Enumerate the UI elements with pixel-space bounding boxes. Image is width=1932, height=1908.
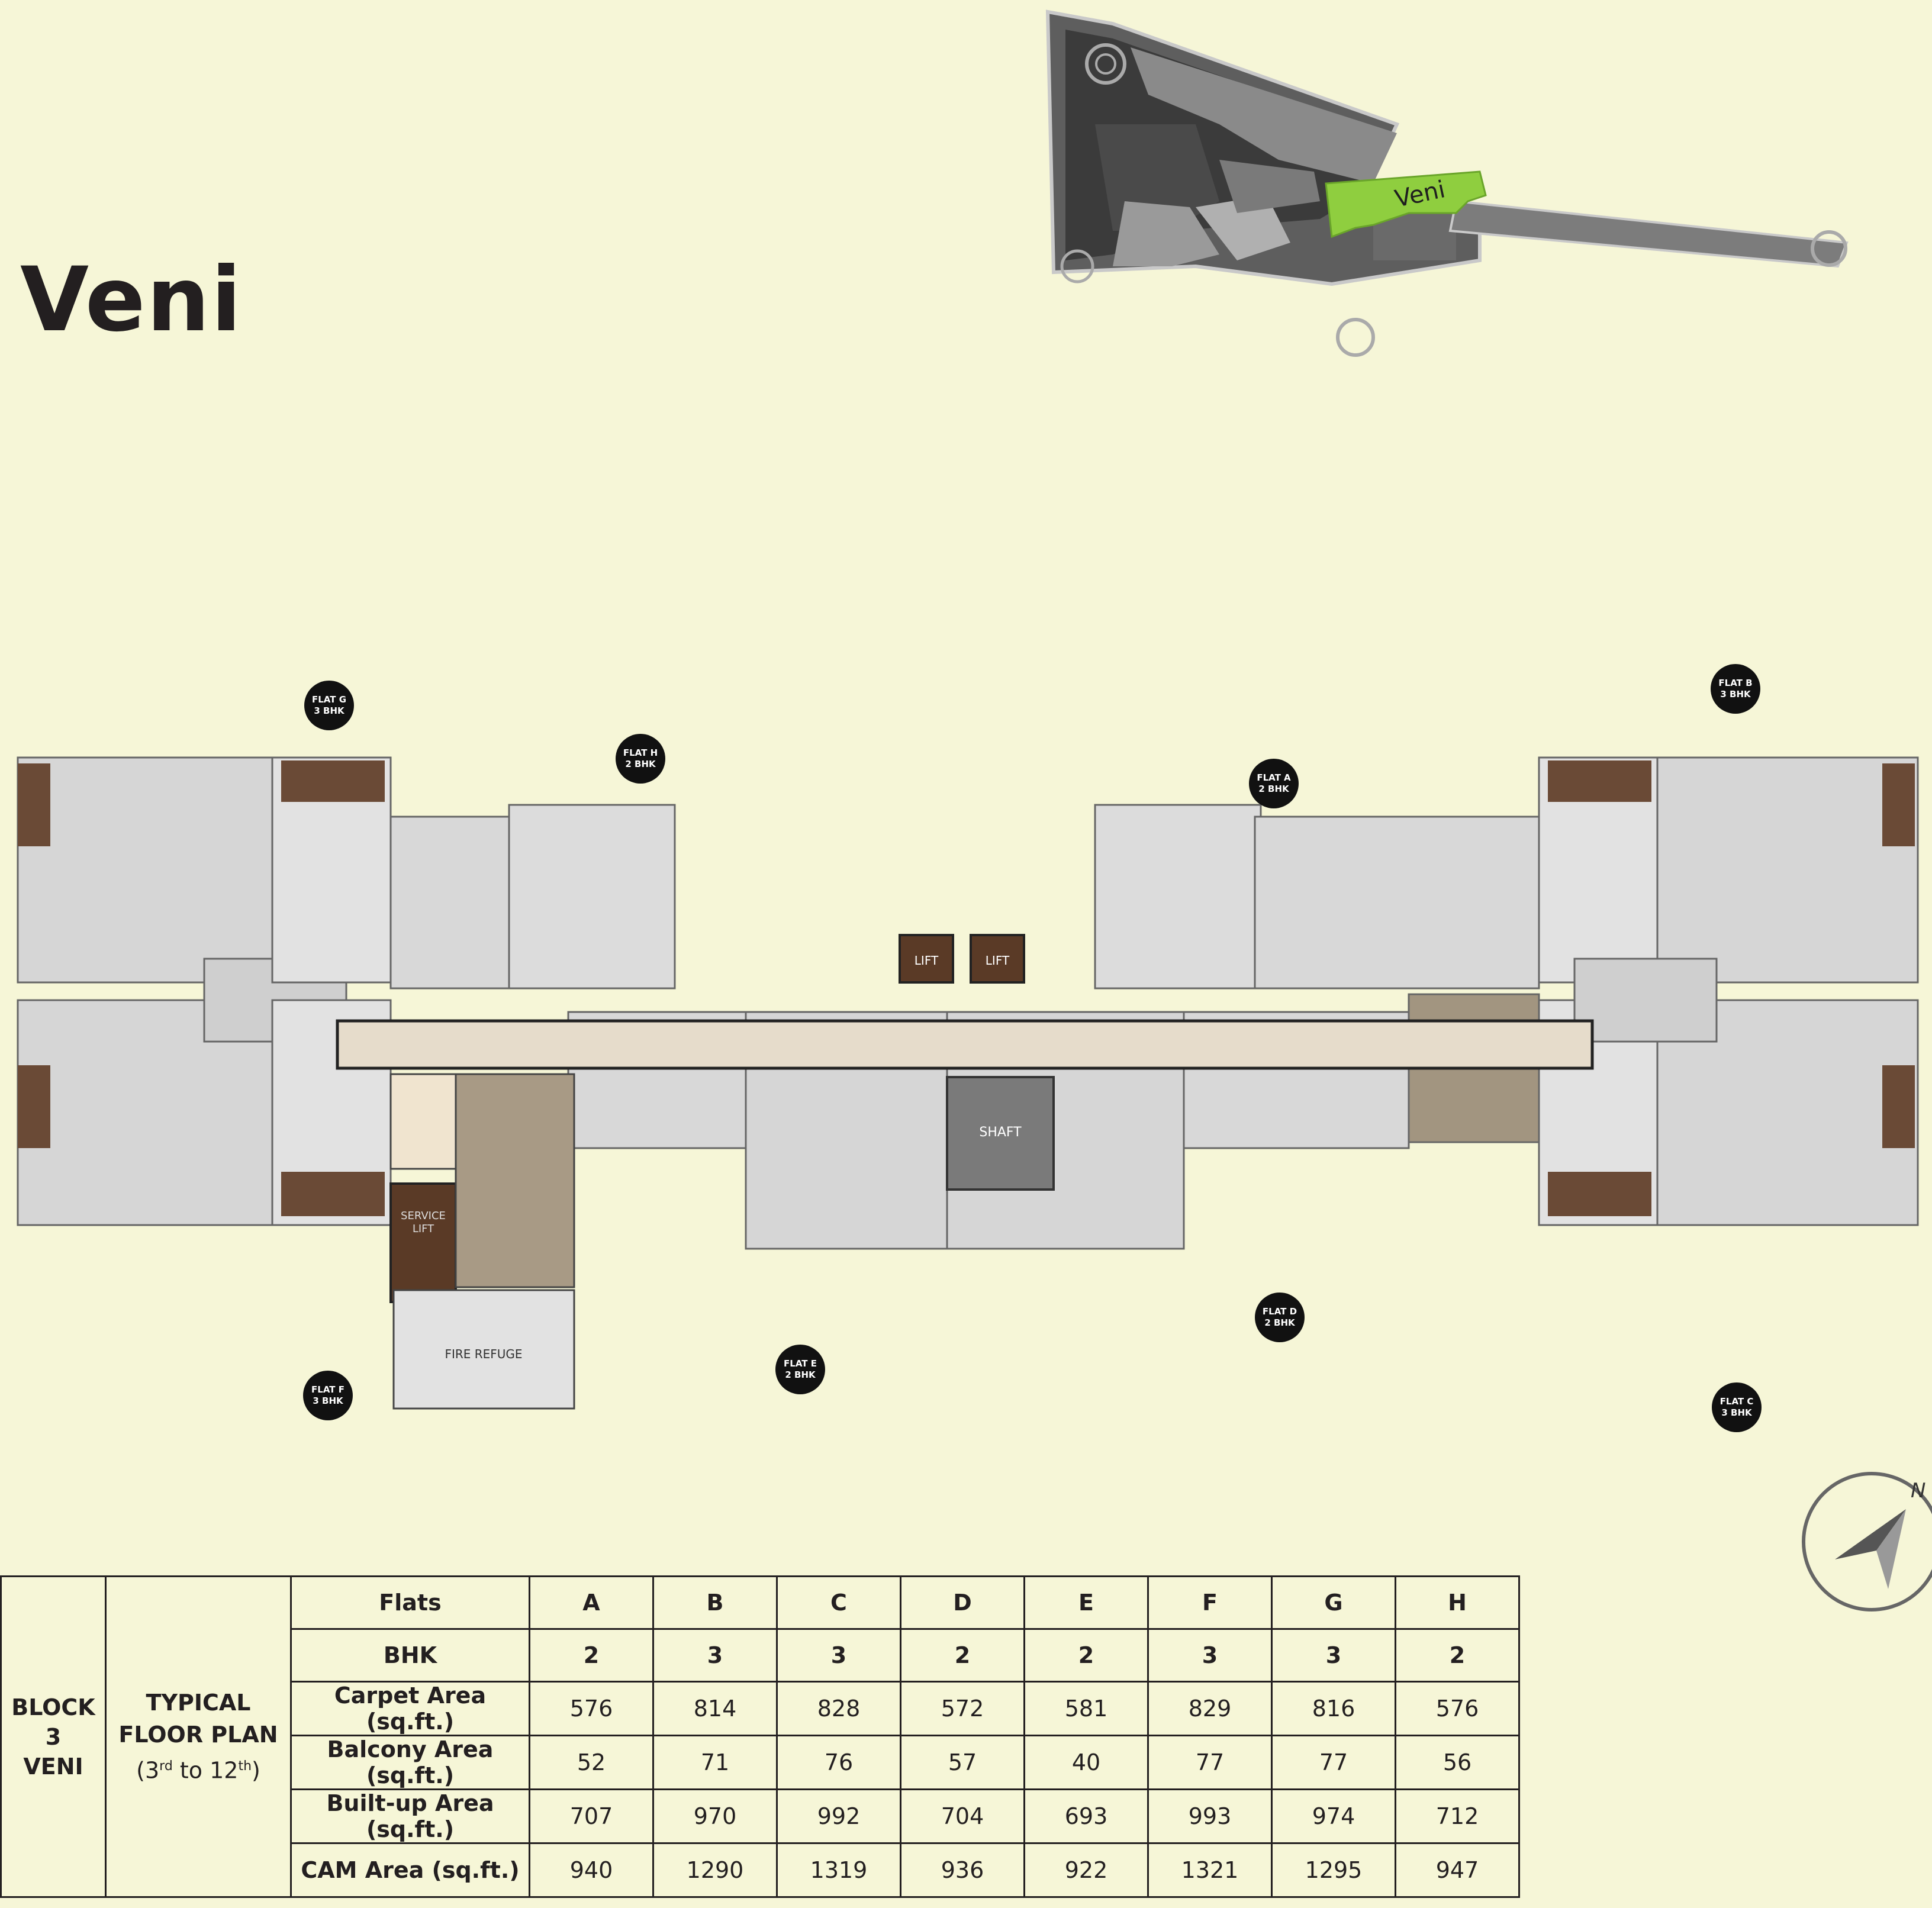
lift-1-label: LIFT — [915, 953, 939, 968]
service-lift-label-2: LIFT — [413, 1223, 434, 1235]
table-cell: 581 — [1023, 1681, 1149, 1736]
shaft-label: SHAFT — [979, 1125, 1022, 1140]
table-cell: 56 — [1395, 1735, 1520, 1790]
table-cell: 922 — [1023, 1842, 1149, 1898]
table-cell: 2 — [529, 1628, 654, 1683]
table-cell: 2 — [1023, 1628, 1149, 1683]
table-cell: 3 — [1147, 1628, 1273, 1683]
site-plan-map: Veni — [1045, 9, 1849, 357]
lift-2-label: LIFT — [986, 953, 1010, 968]
page-title: Veni — [20, 249, 243, 352]
table-cell: 1319 — [776, 1842, 901, 1898]
table-cell: 828 — [776, 1681, 901, 1736]
row-label-flats: Flats — [290, 1575, 530, 1630]
table-cell: E — [1023, 1575, 1149, 1630]
table-cell: 52 — [529, 1735, 654, 1790]
table-cell: 936 — [900, 1842, 1025, 1898]
table-cell: 2 — [1395, 1628, 1520, 1683]
block-cell: BLOCK 3 VENI — [0, 1575, 107, 1898]
table-cell: 992 — [776, 1788, 901, 1844]
table-cell: 77 — [1271, 1735, 1396, 1790]
table-cell: 1295 — [1271, 1842, 1396, 1898]
fire-refuge-label: FIRE REFUGE — [445, 1347, 522, 1361]
table-cell: 77 — [1147, 1735, 1273, 1790]
table-cell: F — [1147, 1575, 1273, 1630]
table-cell: 814 — [652, 1681, 778, 1736]
table-cell: B — [652, 1575, 778, 1630]
table-cell: D — [900, 1575, 1025, 1630]
row-label-cam-area: CAM Area (sq.ft.) — [290, 1842, 530, 1898]
table-cell: A — [529, 1575, 654, 1630]
table-cell: 576 — [1395, 1681, 1520, 1736]
north-compass-icon: N — [1802, 1472, 1932, 1612]
table-cell: 947 — [1395, 1842, 1520, 1898]
table-cell: 974 — [1271, 1788, 1396, 1844]
table-cell: 970 — [652, 1788, 778, 1844]
row-label-built-up-area: Built-up Area (sq.ft.) — [290, 1788, 530, 1844]
table-cell: 693 — [1023, 1788, 1149, 1844]
table-cell: 707 — [529, 1788, 654, 1844]
table-cell: 1321 — [1147, 1842, 1273, 1898]
table-cell: 712 — [1395, 1788, 1520, 1844]
row-label-bhk: BHK — [290, 1628, 530, 1683]
area-table: BLOCK 3 VENI TYPICAL FLOOR PLAN (3rd to … — [0, 1575, 1520, 1898]
table-cell: 1290 — [652, 1842, 778, 1898]
table-cell: 71 — [652, 1735, 778, 1790]
table-cell: 3 — [1271, 1628, 1396, 1683]
typical-floor-plan-cell: TYPICAL FLOOR PLAN (3rd to 12th) — [105, 1575, 292, 1898]
table-cell: 3 — [776, 1628, 901, 1683]
table-cell: 576 — [529, 1681, 654, 1736]
table-cell: 2 — [900, 1628, 1025, 1683]
table-cell: G — [1271, 1575, 1396, 1630]
table-cell: 993 — [1147, 1788, 1273, 1844]
table-cell: 3 — [652, 1628, 778, 1683]
table-cell: 940 — [529, 1842, 654, 1898]
table-cell: 40 — [1023, 1735, 1149, 1790]
table-cell: 704 — [900, 1788, 1025, 1844]
veni-block-highlight — [1325, 170, 1487, 238]
typical-floor-plan: LIFT LIFT SHAFT SERVICE LIFT FIRE REFUGE — [17, 756, 1919, 1410]
service-lift-label-1: SERVICE — [401, 1210, 446, 1222]
table-cell: 57 — [900, 1735, 1025, 1790]
table-cell: H — [1395, 1575, 1520, 1630]
table-cell: 816 — [1271, 1681, 1396, 1736]
compass-north-label: N — [1911, 1479, 1925, 1503]
table-cell: C — [776, 1575, 901, 1630]
row-label-balcony-area: Balcony Area (sq.ft.) — [290, 1735, 530, 1790]
table-cell: 76 — [776, 1735, 901, 1790]
row-label-carpet-area: Carpet Area (sq.ft.) — [290, 1681, 530, 1736]
table-cell: 572 — [900, 1681, 1025, 1736]
table-cell: 829 — [1147, 1681, 1273, 1736]
